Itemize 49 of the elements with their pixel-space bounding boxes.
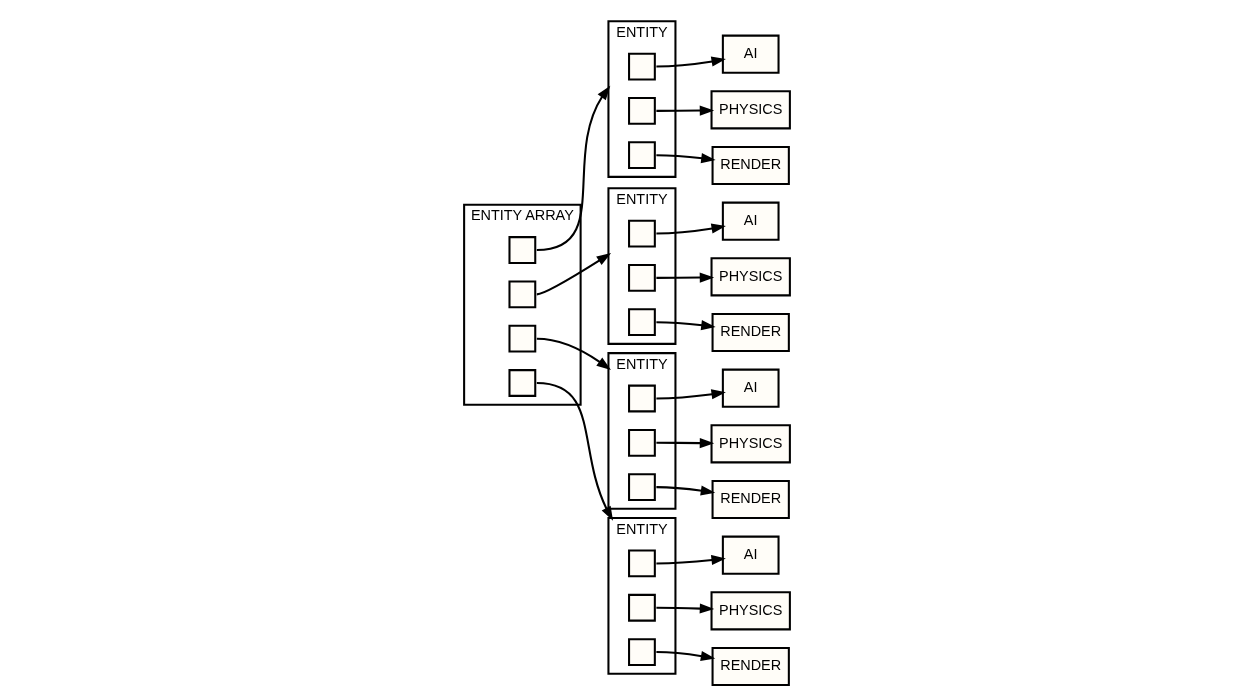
node-box: [507, 280, 536, 309]
arrow: [655, 438, 714, 449]
node-box: AI: [721, 368, 780, 408]
node-box: RENDER: [711, 145, 790, 186]
node-box: [627, 96, 656, 125]
arrow: [536, 85, 610, 252]
arrow: [655, 56, 726, 68]
node-box: RENDER: [711, 312, 790, 353]
cluster: ENTITY ARRAY: [462, 203, 582, 406]
node-box: [507, 324, 536, 353]
arrow: [655, 555, 726, 566]
node-box: [627, 219, 656, 248]
node-box: [507, 369, 536, 397]
node-box: PHYSICS: [710, 591, 791, 631]
cluster: ENTITY: [606, 352, 676, 510]
node-box: [627, 384, 656, 413]
node-box: [627, 428, 656, 457]
arrow: [536, 337, 611, 371]
arrow: [536, 382, 613, 521]
node-box: [627, 263, 656, 292]
cluster: ENTITY: [606, 517, 676, 675]
node-box: PHYSICS: [710, 90, 791, 130]
node-box: PHYSICS: [710, 257, 791, 297]
node-box: [627, 308, 656, 337]
node-box: [627, 638, 656, 666]
cluster: ENTITY: [606, 20, 676, 178]
node-box: RENDER: [711, 646, 790, 687]
arrow: [655, 105, 714, 116]
arrow: [536, 253, 611, 296]
cluster: ENTITY: [606, 187, 676, 345]
node-box: [507, 236, 536, 264]
node-box: RENDER: [711, 479, 790, 520]
node-box: AI: [721, 201, 780, 241]
node-box: AI: [721, 34, 780, 74]
arrow: [655, 389, 726, 400]
node-box: [627, 473, 656, 502]
arrow: [655, 651, 715, 662]
node-box: AI: [721, 535, 780, 575]
arrow: [655, 485, 715, 496]
node-box: [627, 141, 656, 170]
arrow: [655, 320, 716, 331]
arrow: [655, 603, 714, 614]
arrow: [655, 272, 714, 283]
node-box: [627, 52, 656, 81]
node-box: PHYSICS: [710, 424, 791, 464]
node-box: [627, 549, 656, 578]
arrow: [655, 153, 716, 164]
arrow: [655, 223, 726, 235]
node-box: [627, 593, 656, 622]
